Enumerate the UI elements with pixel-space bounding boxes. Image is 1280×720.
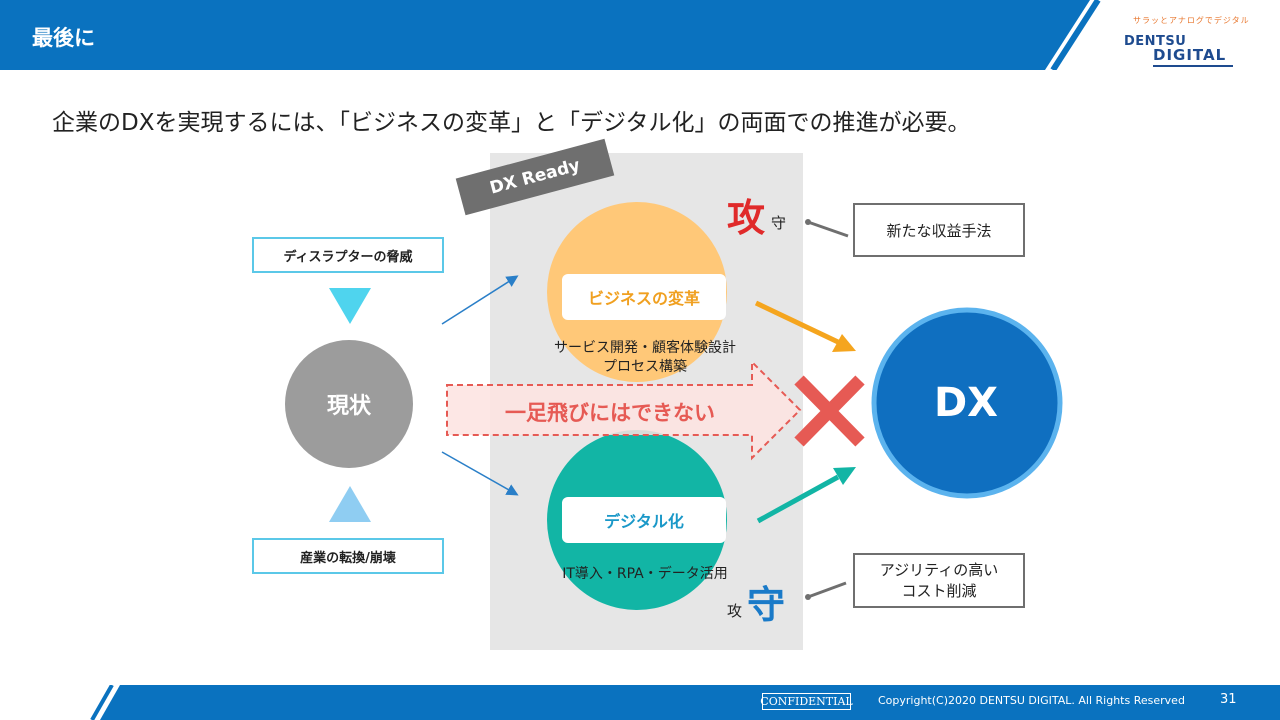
- business-label: ビジネスの変革: [562, 274, 726, 320]
- threat-box: ディスラプターの脅威: [252, 237, 444, 273]
- brand-tagline: サラッとアナログでデジタル: [1133, 16, 1250, 25]
- business-detail-2: プロセス構築: [603, 359, 687, 375]
- brand-logo-underline: [1153, 65, 1233, 67]
- confidential-badge: CONFIDENTIAL: [760, 693, 853, 710]
- copyright-text: Copyright(C)2020 DENTSU DIGITAL. All Rig…: [878, 694, 1185, 707]
- arrow-to-business: [441, 275, 519, 325]
- leap-arrow: [446, 359, 802, 461]
- business-detail-1: サービス開発・顧客体験設計: [554, 340, 736, 356]
- leap-text: 一足飛びにはできない: [505, 401, 715, 425]
- page-number: 31: [1220, 692, 1237, 707]
- headline: 企業のDXを実現するには、「ビジネスの変革」と「デジタル化」の両面での推進が必要…: [52, 110, 971, 136]
- defend-glyph-small: 守: [771, 214, 787, 232]
- revenue-box: 新たな収益手法: [853, 203, 1025, 257]
- dx-label: DX: [933, 380, 999, 426]
- brand-logo-dentsu: DENTSU: [1124, 34, 1187, 49]
- header-bar: [0, 0, 1101, 70]
- status-circle: [285, 340, 413, 468]
- page-title: 最後に: [32, 26, 95, 50]
- agility-box: アジリティの高い コスト削減: [853, 553, 1025, 608]
- business-to-dx-arrow: [754, 300, 840, 345]
- brand-logo-digital: DIGITAL: [1153, 46, 1227, 64]
- attack-glyph-small: 攻: [727, 602, 743, 620]
- threat-down-triangle: [329, 288, 371, 324]
- defend-glyph-large: 守: [747, 583, 786, 627]
- arrow-to-digital: [441, 451, 519, 496]
- digital-to-dx-arrow: [756, 474, 840, 524]
- footer-bar: [90, 685, 1280, 720]
- agility-line-2: コスト削減: [901, 581, 977, 600]
- status-label: 現状: [326, 394, 371, 419]
- dx-circle: [871, 307, 1063, 499]
- industry-up-triangle: [329, 486, 371, 522]
- defend-connector: [807, 581, 847, 599]
- cross-icon: [794, 375, 865, 447]
- industry-box: 産業の転換/崩壊: [252, 538, 444, 574]
- agility-line-1: アジリティの高い: [879, 560, 999, 579]
- digital-detail: IT導入・RPA・データ活用: [562, 566, 728, 582]
- attack-connector: [807, 220, 849, 238]
- digital-label: デジタル化: [562, 497, 726, 543]
- attack-glyph-large: 攻: [727, 196, 766, 240]
